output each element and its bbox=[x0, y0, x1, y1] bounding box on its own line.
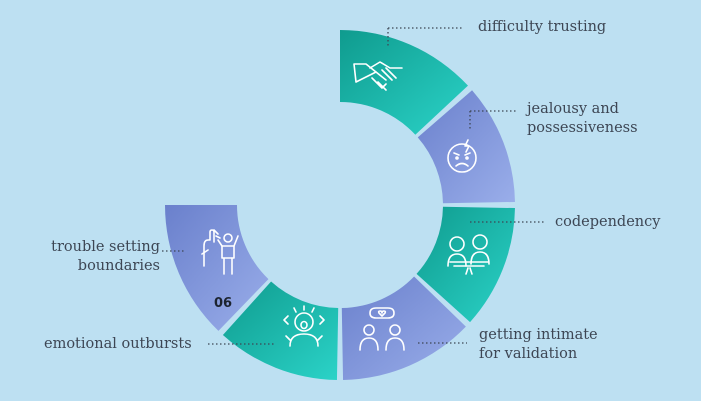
ring-segment-5 bbox=[222, 281, 339, 380]
label-difficulty-trusting: difficulty trusting bbox=[478, 18, 606, 37]
ring-segment-6 bbox=[165, 205, 269, 331]
label-jealousy: jealousy and possessiveness bbox=[527, 100, 638, 138]
label-line: emotional outbursts bbox=[44, 336, 192, 352]
label-line: trouble setting bbox=[51, 239, 160, 255]
yelling-person-icon bbox=[283, 305, 325, 347]
handshake-icon bbox=[353, 61, 403, 91]
label-emotional-outbursts: emotional outbursts bbox=[44, 335, 192, 354]
label-line: getting intimate bbox=[479, 327, 598, 343]
label-line: difficulty trusting bbox=[478, 19, 607, 35]
angry-face-icon bbox=[447, 139, 477, 173]
label-line: jealousy and bbox=[527, 101, 619, 117]
label-line: codependency bbox=[555, 214, 661, 230]
label-line: boundaries bbox=[77, 258, 160, 274]
label-getting-intimate: getting intimate for validation bbox=[479, 326, 598, 364]
ring-segment-4 bbox=[341, 276, 466, 380]
label-trouble-setting: trouble setting boundaries bbox=[24, 238, 160, 276]
label-line: possessiveness bbox=[527, 120, 638, 136]
ring-segment-1 bbox=[340, 30, 468, 135]
segment-number: 06 bbox=[214, 296, 233, 311]
couple-heart-icon bbox=[359, 307, 405, 351]
couple-icon bbox=[447, 234, 490, 275]
label-line: for validation bbox=[479, 346, 578, 362]
stop-hand-person-icon bbox=[201, 229, 239, 275]
label-codependency: codependency bbox=[555, 213, 660, 232]
